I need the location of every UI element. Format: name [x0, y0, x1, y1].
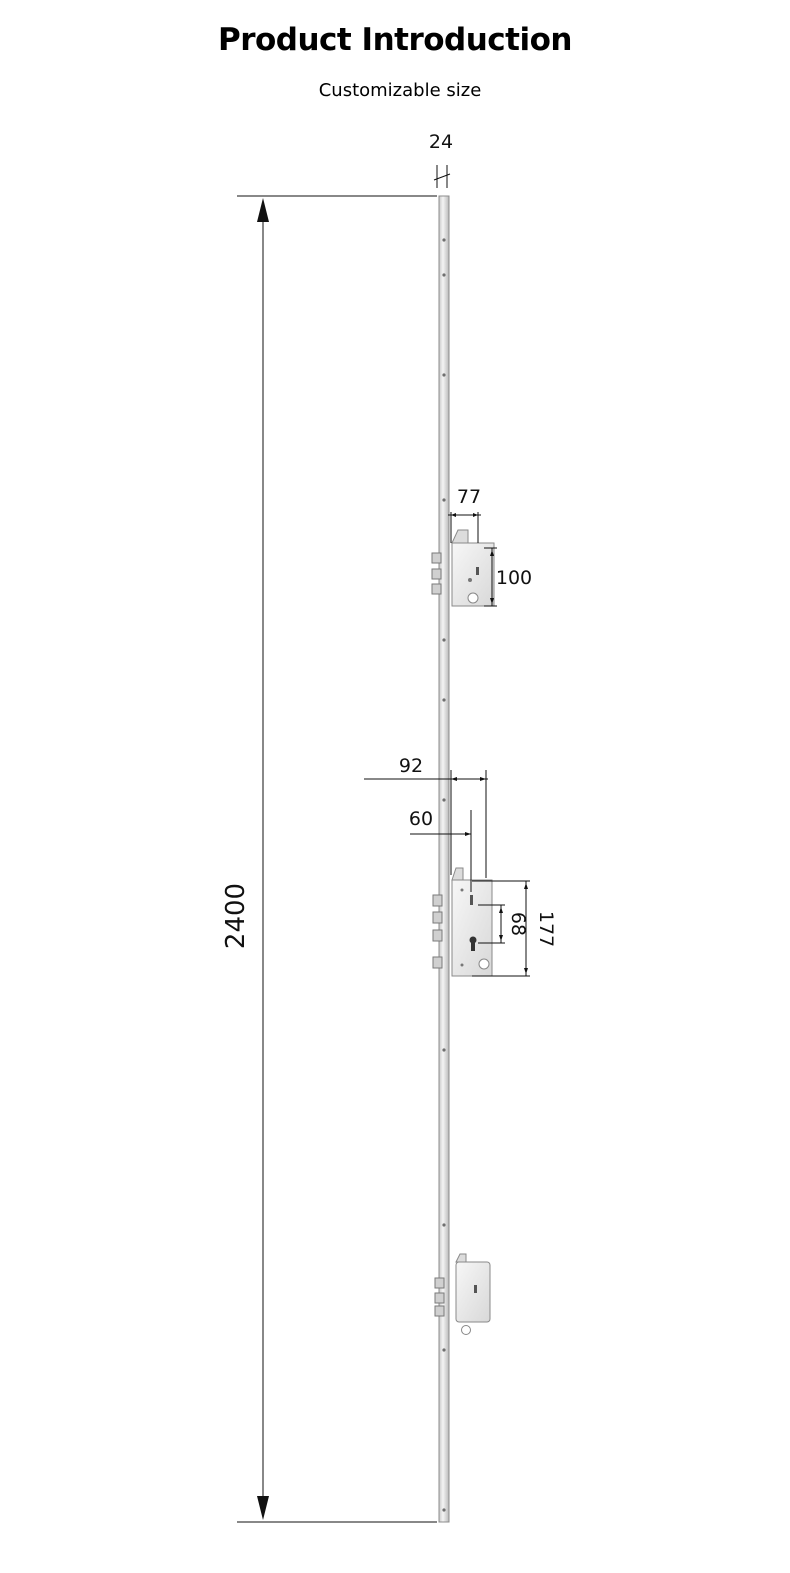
dim-main-lock-backset: 60 [409, 808, 433, 830]
dim-total-height: 2400 [221, 883, 251, 949]
dimension-arrows [257, 198, 528, 1520]
page-title: Product Introduction [217, 22, 573, 58]
dim-main-lock-height: 177 [535, 911, 557, 947]
dim-upper-lock-width: 77 [457, 486, 481, 508]
dim-main-lock-spacing: 68 [507, 912, 529, 936]
dim-strip-width: 24 [429, 131, 453, 153]
faceplate-strip [438, 195, 450, 1523]
main-lock-body [432, 867, 493, 977]
lower-lock-body [434, 1253, 491, 1335]
strip-screw-holes [442, 238, 446, 1512]
page-subtitle: Customizable size [318, 80, 482, 101]
dim-upper-lock-height: 100 [496, 567, 532, 589]
upper-lock-body [431, 529, 495, 607]
dim-main-lock-width: 92 [399, 755, 423, 777]
